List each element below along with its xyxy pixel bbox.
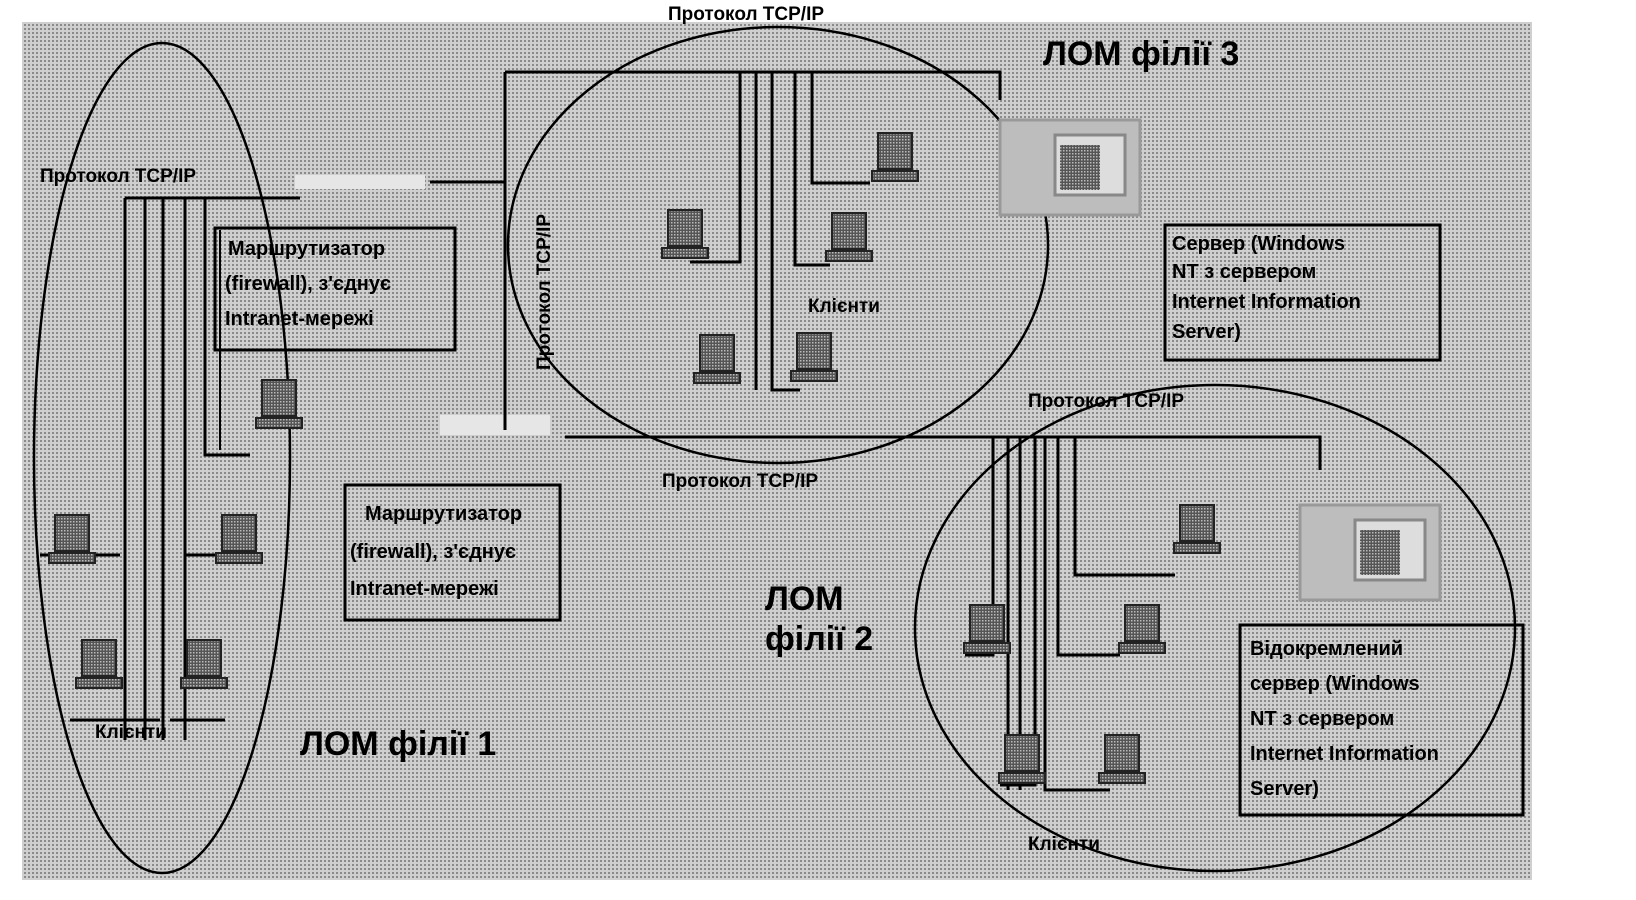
lan3-clients-label: Клієнти bbox=[808, 296, 880, 317]
lan3-boundary bbox=[506, 25, 1050, 465]
computer-icon bbox=[75, 639, 123, 689]
server3-line3: Internet Information bbox=[1172, 291, 1361, 313]
backbone-lines bbox=[430, 180, 1322, 470]
server3-line4: Server) bbox=[1172, 321, 1241, 343]
lan2-clients-label: Клієнти bbox=[1028, 834, 1100, 855]
server2-line2: сервер (Windows bbox=[1250, 673, 1420, 695]
computer-icon bbox=[1118, 604, 1166, 654]
router2-line2: (firewall), з'єднує bbox=[350, 541, 516, 563]
router2-device bbox=[440, 415, 550, 435]
lan2-title-line2: філії 2 bbox=[765, 620, 873, 658]
computer-icon bbox=[693, 334, 741, 384]
computer-icon bbox=[215, 514, 263, 564]
server-icon bbox=[1298, 503, 1442, 602]
lan1-clients-label: Клієнти bbox=[95, 722, 167, 743]
server2-line3: NT з сервером bbox=[1250, 708, 1394, 730]
server-icon bbox=[998, 118, 1142, 217]
lan2-protocol-label: Протокол TCP/IP bbox=[1028, 391, 1184, 412]
router1-device bbox=[295, 175, 425, 189]
lan3-title: ЛОМ філії 3 bbox=[1043, 35, 1239, 73]
computer-icon bbox=[825, 212, 873, 262]
computer-icon bbox=[255, 379, 303, 429]
router2-line3: Intranet-мережі bbox=[350, 578, 499, 600]
backbone-protocol-label: Протокол TCP/IP bbox=[662, 471, 818, 492]
computer-icon bbox=[1173, 504, 1221, 554]
router2-line1: Маршрутизатор bbox=[365, 503, 522, 525]
computer-icon bbox=[1098, 734, 1146, 784]
lan1-group: Протокол TCP/IP Клієнти ЛОМ філії 1 bbox=[32, 41, 496, 875]
lan2-boundary bbox=[913, 383, 1517, 873]
lan2-title-line1: ЛОМ bbox=[765, 580, 844, 618]
halftone-background bbox=[22, 22, 1532, 880]
lan3-protocol-vertical: Протокол TCP/IP bbox=[534, 214, 555, 370]
computer-icon bbox=[661, 209, 709, 259]
server3-line1: Сервер (Windows bbox=[1172, 233, 1345, 255]
lan1-protocol-label: Протокол TCP/IP bbox=[40, 166, 196, 187]
lan3-bus bbox=[503, 70, 1002, 430]
lan2-bus bbox=[965, 437, 1175, 792]
computer-icon bbox=[790, 332, 838, 382]
router1-line2: (firewall), з'єднує bbox=[225, 273, 391, 295]
lan2-server-box: Відокремлений сервер (Windows NT з серве… bbox=[1238, 623, 1525, 817]
server2-line4: Internet Information bbox=[1250, 743, 1439, 765]
lan1-bus bbox=[123, 196, 300, 740]
lan1-boundary bbox=[32, 41, 292, 875]
computer-icon bbox=[180, 639, 228, 689]
computer-icon bbox=[998, 734, 1046, 784]
lan3-group: Протокол TCP/IP Протокол TCP/IP Клієнти … bbox=[503, 4, 1239, 465]
lan3-server-box: Сервер (Windows NT з сервером Internet I… bbox=[1163, 223, 1442, 362]
server3-line2: NT з сервером bbox=[1172, 261, 1316, 283]
computer-icon bbox=[871, 132, 919, 182]
router2-box: Маршрутизатор (firewall), з'єднує Intran… bbox=[343, 483, 562, 622]
computer-icon bbox=[48, 514, 96, 564]
lan2-group: Протокол TCP/IP Клієнти bbox=[913, 383, 1517, 873]
lan1-title: ЛОМ філії 1 bbox=[300, 725, 496, 763]
router1-line1: Маршрутизатор bbox=[228, 238, 385, 260]
computer-icon bbox=[963, 604, 1011, 654]
router1-box: Маршрутизатор (firewall), з'єднує Intran… bbox=[213, 226, 457, 352]
router1-line3: Intranet-мережі bbox=[225, 308, 374, 330]
server2-line5: Server) bbox=[1250, 778, 1319, 800]
server2-line1: Відокремлений bbox=[1250, 638, 1403, 660]
lan3-protocol-top: Протокол TCP/IP bbox=[668, 4, 824, 25]
